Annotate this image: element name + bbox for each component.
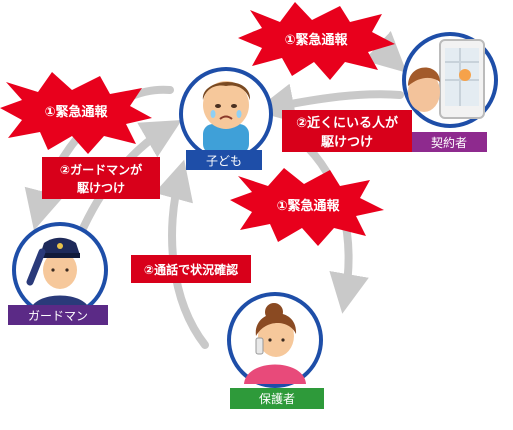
guardian-label: 保護者 bbox=[259, 391, 295, 406]
alert-burst-middle: ①緊急通報 bbox=[230, 168, 384, 246]
alert-text-left: ①緊急通報 bbox=[44, 104, 108, 120]
alert-burst-top-right: ①緊急通報 bbox=[238, 2, 395, 80]
child-label: 子ども bbox=[206, 154, 242, 168]
guard-rush-line2: 駆けつけ bbox=[77, 180, 125, 195]
alert-burst-left: ①緊急通報 bbox=[0, 72, 152, 154]
guardian-with-phone-icon bbox=[244, 303, 306, 384]
nearby-rush-box: ②近くにいる人が 駆けつけ bbox=[282, 110, 412, 152]
guard-rush-line1: ②ガードマンが bbox=[60, 162, 142, 177]
guardian-node: 保護者 bbox=[227, 292, 324, 409]
nearby-rush-line1: ②近くにいる人が bbox=[296, 115, 398, 131]
guard-node: ガードマン bbox=[8, 222, 108, 325]
guard-rush-box: ②ガードマンが 駆けつけ bbox=[42, 157, 160, 199]
guard-label: ガードマン bbox=[28, 309, 88, 323]
nearby-rush-line2: 駆けつけ bbox=[321, 135, 373, 150]
contractor-node: 契約者 bbox=[402, 32, 498, 152]
arrow-contractor-to-child bbox=[254, 83, 404, 123]
alert-text-top-right: ①緊急通報 bbox=[284, 32, 348, 48]
crying-child-icon bbox=[202, 81, 251, 154]
child-node: 子ども bbox=[179, 67, 273, 170]
contractor-label: 契約者 bbox=[431, 135, 467, 150]
alert-text-middle: ①緊急通報 bbox=[276, 198, 340, 214]
call-check-text: ②通話で状況確認 bbox=[144, 262, 238, 277]
contractor-with-phone-icon bbox=[408, 39, 485, 119]
call-check-box: ②通話で状況確認 bbox=[131, 255, 251, 283]
